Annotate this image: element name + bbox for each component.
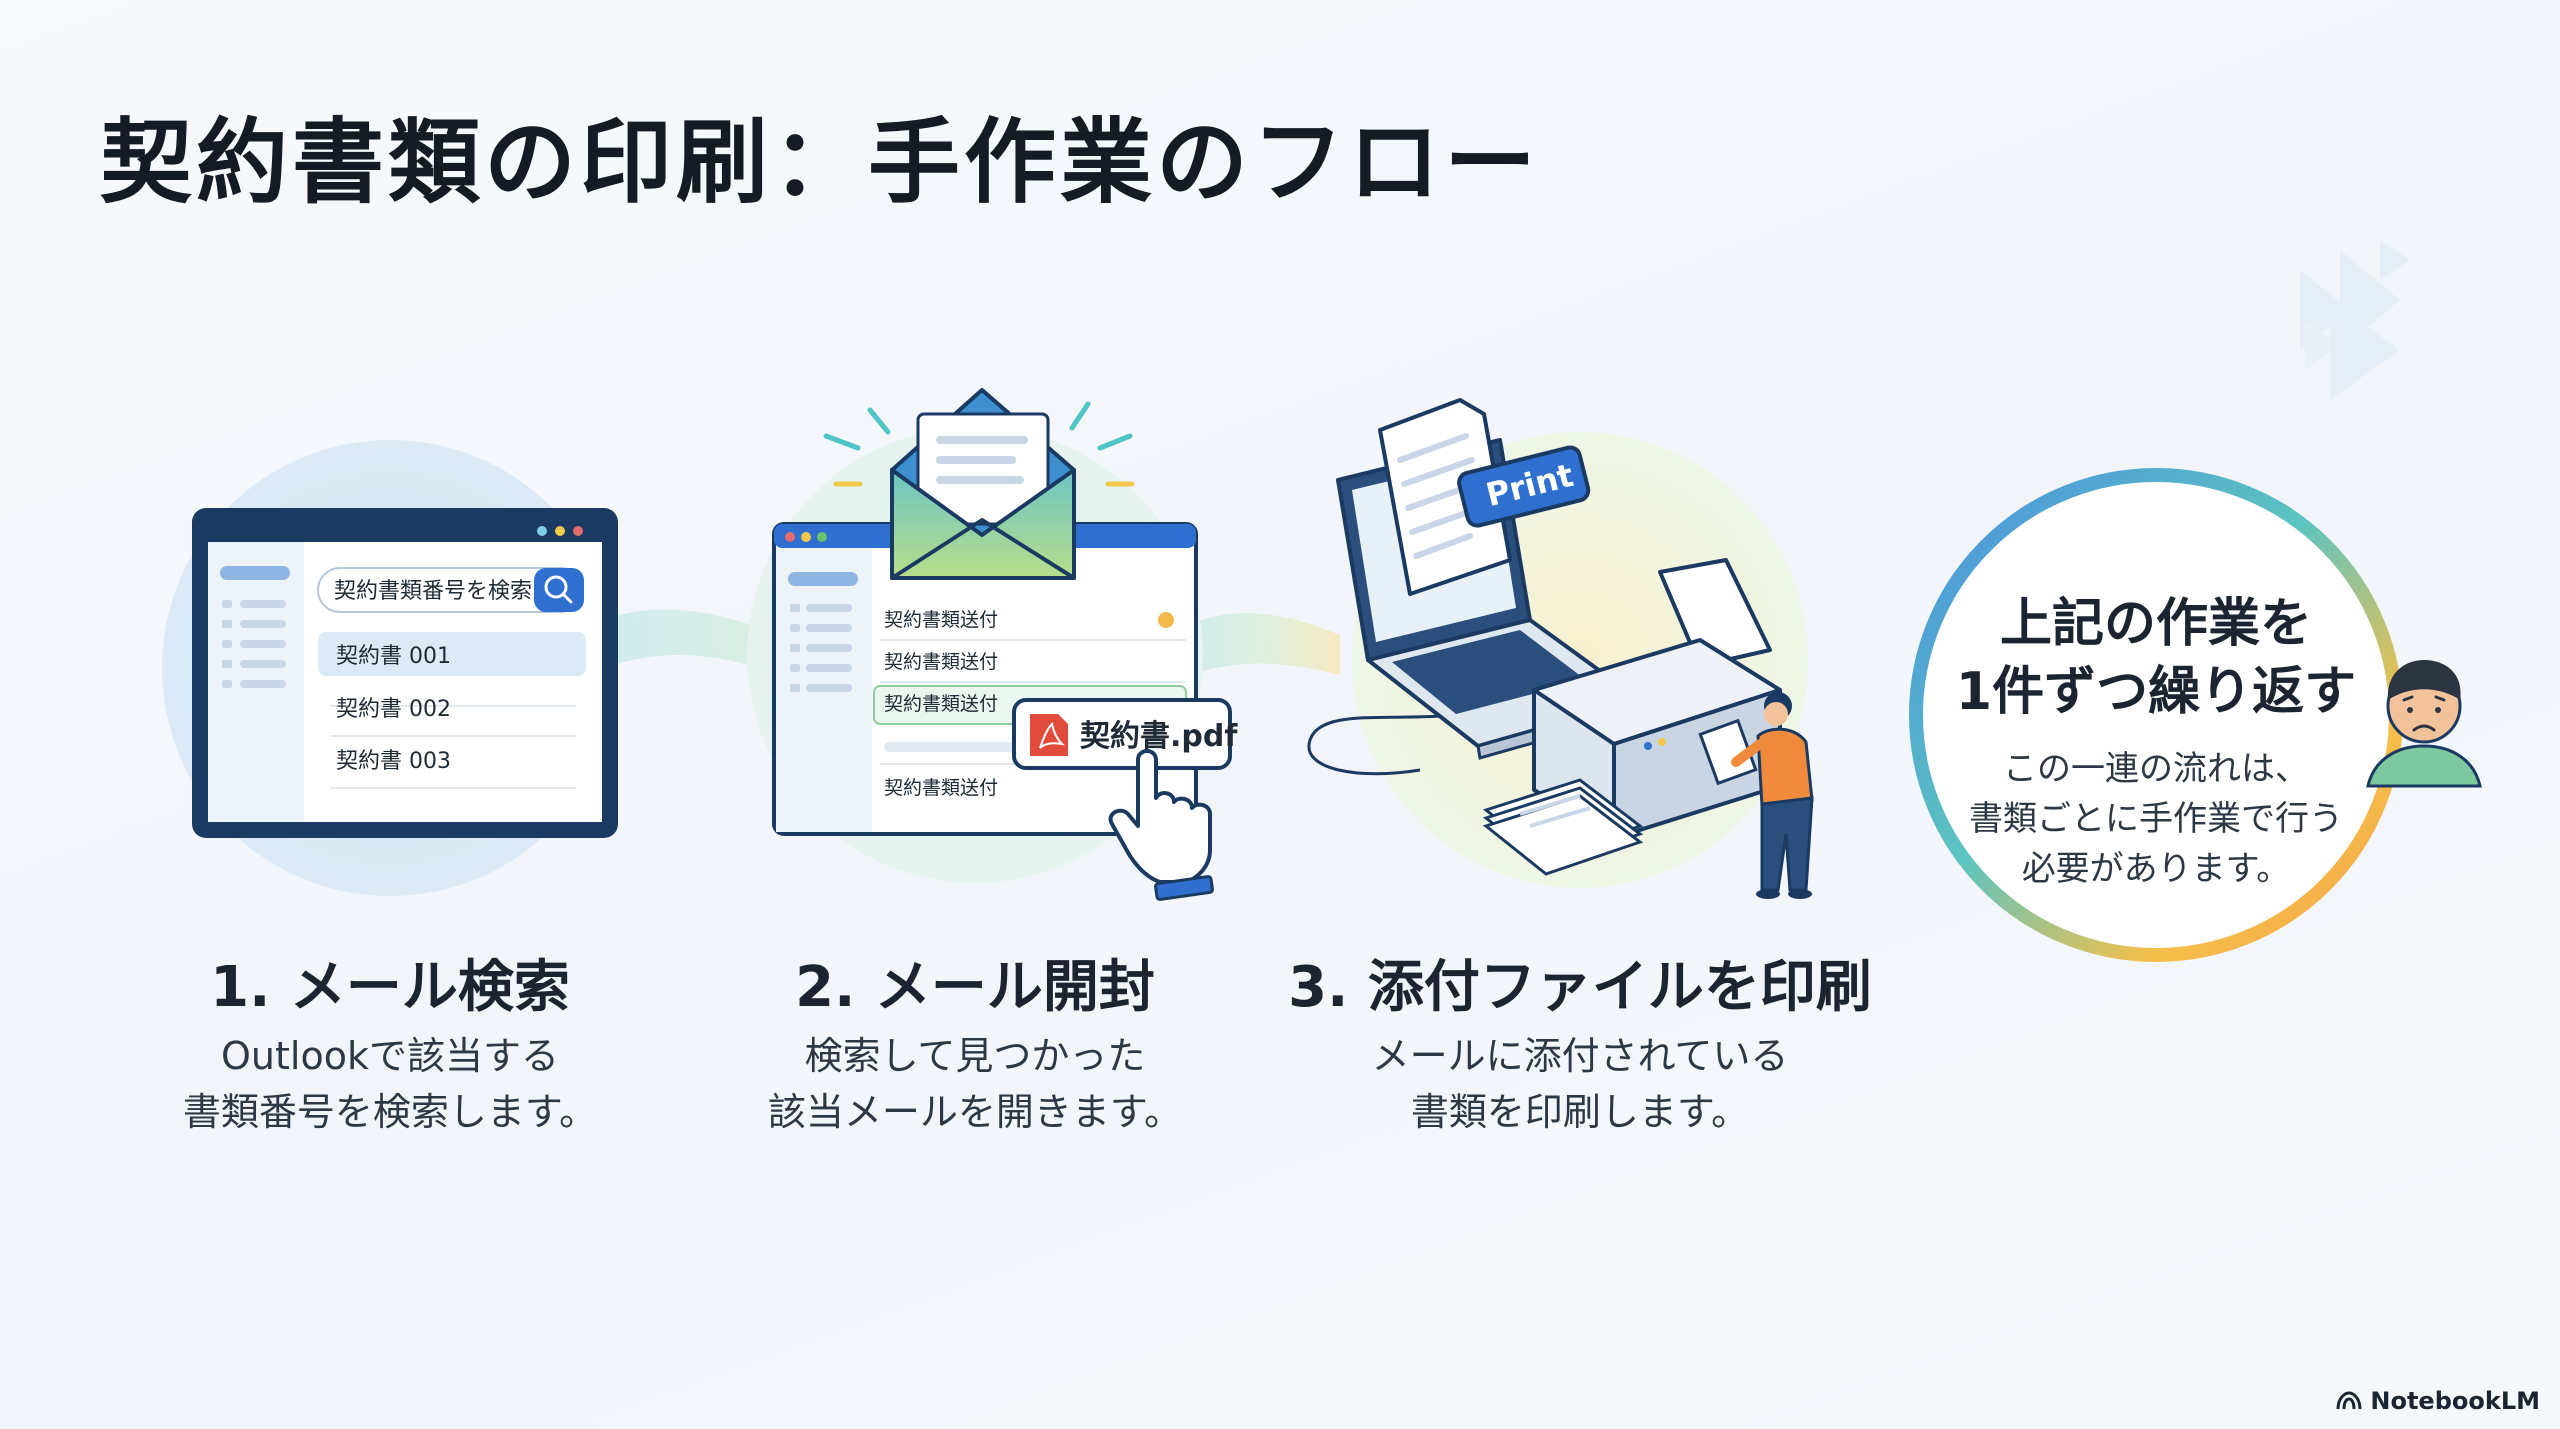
connector-ribbon-2 <box>1160 613 1340 690</box>
search-box-text: 契約書類番号を検索 <box>334 579 532 604</box>
search-icon <box>544 575 568 599</box>
person-icon <box>1698 692 1814 899</box>
step2-description: 検索して見つかった該当メールを開きます。 <box>767 1034 1183 1134</box>
open-envelope-icon <box>823 388 1135 580</box>
mail-item-2: 契約書類送付 <box>884 651 998 673</box>
page-title: 契約書類の印刷：手作業のフロー <box>100 109 1541 216</box>
outlook-window-mock: 契約書類番号を検索 契約書 001 契約書 002 契約書 003 <box>192 508 618 838</box>
attachment-name: 契約書.pdf <box>1080 719 1238 754</box>
result-row-selected <box>318 632 586 676</box>
summary-note: この一連の流れは、書類ごとに手作業で行う必要があります。 <box>1969 749 2343 889</box>
step1-title: 1. メール検索 <box>210 955 570 1020</box>
deco-arrows <box>2300 240 2410 400</box>
mail-item-1: 契約書類送付 <box>884 609 998 631</box>
pdf-attachment-chip: 契約書.pdf <box>1012 698 1238 770</box>
search-button <box>534 568 584 612</box>
result-item-2: 契約書 002 <box>336 697 451 722</box>
printer-icon <box>1482 558 1782 876</box>
pointing-hand-icon <box>1108 749 1214 901</box>
step3-title: 3. 添付ファイルを印刷 <box>1288 955 1872 1020</box>
notebooklm-brand: NotebookLM <box>2336 1387 2540 1415</box>
step2-title: 2. メール開封 <box>795 955 1155 1020</box>
step1-description: Outlookで該当する書類番号を検索します。 <box>182 1034 598 1134</box>
notebooklm-logo-icon <box>2336 1391 2362 1410</box>
pdf-icon <box>1030 714 1068 756</box>
step3-description: メールに添付されている書類を印刷します。 <box>1371 1034 1789 1134</box>
brand-label: NotebookLM <box>2370 1387 2540 1415</box>
result-item-3: 契約書 003 <box>336 749 451 774</box>
mail-item-3: 契約書類送付 <box>884 693 998 715</box>
worried-person-avatar <box>2366 660 2482 788</box>
result-item-1: 契約書 001 <box>336 644 451 669</box>
mail-item-4: 契約書類送付 <box>884 777 998 799</box>
print-button-icon: Print <box>1457 445 1591 528</box>
